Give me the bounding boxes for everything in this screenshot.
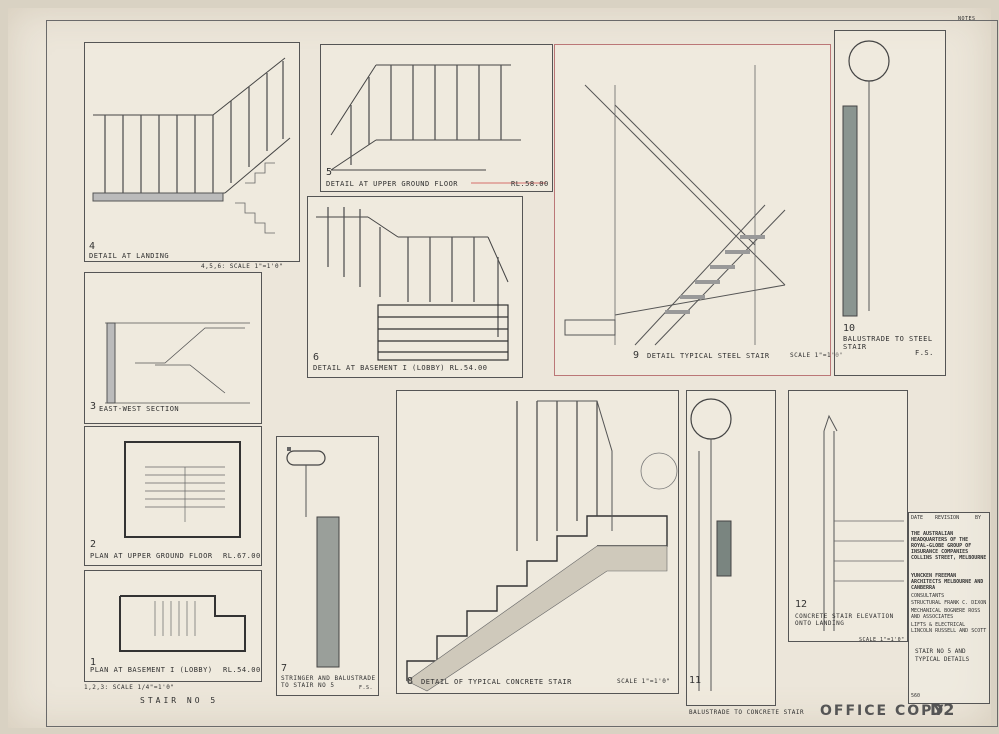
detail-9-scale: SCALE 1"=1'0" (790, 352, 844, 359)
tb-job-no: 560 (911, 693, 921, 699)
detail-3-number: 3 (90, 401, 97, 412)
tb-consultants-label: CONSULTANTS (911, 593, 945, 599)
detail-12-title: CONCRETE STAIR ELEVATION ONTO LANDING (795, 613, 894, 627)
detail-9-title: DETAIL TYPICAL STEEL STAIR (647, 352, 770, 360)
detail-8-concrete-stair: 8 DETAIL OF TYPICAL CONCRETE STAIR SCALE… (396, 390, 679, 694)
detail-3-title: EAST-WEST SECTION (99, 405, 180, 413)
tb-by-label: BY (975, 515, 982, 521)
detail-5-level: RL.58.00 (511, 180, 549, 188)
drawing-number: D2 (930, 700, 955, 719)
detail-3-drawing (105, 322, 250, 404)
detail-12-elevation: 12 CONCRETE STAIR ELEVATION ONTO LANDING… (788, 390, 908, 643)
detail-12-number: 12 (795, 599, 808, 610)
detail-7-drawing (286, 447, 340, 668)
detail-11-title: BALUSTRADE TO CONCRETE STAIR (689, 709, 805, 716)
detail-10-drawing (842, 40, 890, 317)
drawing-sheet: NOTES (8, 8, 998, 728)
detail-5-title: DETAIL AT UPPER GROUND FLOOR (326, 180, 459, 188)
detail-6-basement: 6 DETAIL AT BASEMENT I (LOBBY) RL.54.00 (307, 196, 523, 378)
detail-7-number: 7 (281, 663, 288, 674)
detail-1-drawing (119, 595, 246, 652)
plan-scale: 1,2,3: SCALE 1/4"=1'0" (84, 684, 175, 691)
tb-project: THE AUSTRALIAN HEADQUARTERS OF THE ROYAL… (911, 531, 987, 561)
detail-4-landing: 4 DETAIL AT LANDING 4,5,6: SCALE 1"=1'0" (84, 42, 300, 270)
detail-10-scale: F.S. (915, 349, 934, 357)
detail-4-title: DETAIL AT LANDING (89, 252, 170, 260)
detail-5-upper-ground: 5 DETAIL AT UPPER GROUND FLOOR RL.58.00 (320, 44, 553, 192)
detail-12-scale: SCALE 1"=1'0" (859, 637, 905, 643)
detail-8-number: 8 (407, 676, 414, 687)
tb-mechanical: MECHANICAL BOGNERE ROSS AND ASSOCIATES (911, 608, 981, 620)
detail-5-drawing (330, 64, 546, 184)
detail-11-number: 11 (689, 675, 702, 686)
sheet-border (46, 20, 998, 727)
tb-architects: YUNCKEN FREEMAN ARCHITECTS MELBOURNE AND… (911, 573, 984, 591)
detail-6-title: DETAIL AT BASEMENT I (LOBBY) RL.54.00 (313, 364, 488, 372)
detail-9-drawing (564, 65, 786, 346)
office-copy-stamp: OFFICE COPY (820, 703, 946, 719)
detail-10-title: BALUSTRADE TO STEEL STAIR (843, 335, 933, 351)
detail-1-number: 1 (90, 657, 97, 668)
stair-label: STAIR NO 5 (140, 696, 219, 705)
detail-6-drawing (316, 207, 509, 361)
detail-1-level: RL.54.00 (223, 666, 261, 674)
detail-1-plan-basement: 1 PLAN AT BASEMENT I (LOBBY) RL.54.00 (84, 570, 262, 682)
detail-8-drawing (406, 400, 678, 692)
detail-2-level: RL.67.00 (223, 552, 261, 560)
detail-2-number: 2 (90, 539, 97, 550)
detail-11-balustrade: 11 BALUSTRADE TO CONCRETE STAIR (686, 390, 804, 716)
tb-date-label: DATE (911, 515, 924, 521)
detail-3-section: 3 EAST-WEST SECTION (84, 272, 262, 424)
detail-12-drawing (823, 414, 904, 631)
detail-8-title: DETAIL OF TYPICAL CONCRETE STAIR (421, 678, 572, 686)
detail-8-scale: SCALE 1"=1'0" (617, 678, 671, 685)
detail-4-scale: 4,5,6: SCALE 1"=1'0" (201, 263, 284, 270)
tb-structural: STRUCTURAL FRANK C. DIXON (911, 600, 987, 606)
detail-10-number: 10 (843, 323, 856, 334)
detail-4-drawing (92, 57, 291, 234)
detail-2-drawing (124, 441, 241, 538)
detail-5-number: 5 (326, 167, 333, 178)
detail-10-balustrade: 10 BALUSTRADE TO STEEL STAIR F.S. (834, 30, 946, 376)
tb-lifts: LIFTS & ELECTRICAL LINCOLN RUSSELL AND S… (911, 622, 987, 634)
detail-2-plan-upper: 2 PLAN AT UPPER GROUND FLOOR RL.67.00 (84, 426, 262, 566)
tb-drawing-title: STAIR NO 5 AND TYPICAL DETAILS (915, 648, 970, 663)
detail-9-steel-stair: 9 DETAIL TYPICAL STEEL STAIR SCALE 1"=1'… (554, 44, 843, 376)
detail-11-drawing (690, 398, 732, 691)
detail-6-number: 6 (313, 352, 320, 363)
detail-2-title: PLAN AT UPPER GROUND FLOOR (90, 552, 213, 560)
detail-7-scale: F.S. (359, 685, 374, 691)
tb-revision-label: REVISION (935, 515, 960, 521)
title-block: DATE REVISION BY THE AUSTRALIAN HEADQUAR… (908, 512, 990, 704)
sheet-code: NOTES (958, 16, 976, 22)
detail-1-title: PLAN AT BASEMENT I (LOBBY) (90, 666, 213, 674)
detail-7-title: STRINGER AND BALUSTRADE TO STAIR NO 5 (281, 675, 376, 689)
detail-9-number: 9 (633, 350, 640, 361)
detail-7-stringer: 7 STRINGER AND BALUSTRADE TO STAIR NO 5 … (276, 436, 379, 696)
detail-4-number: 4 (89, 241, 96, 252)
